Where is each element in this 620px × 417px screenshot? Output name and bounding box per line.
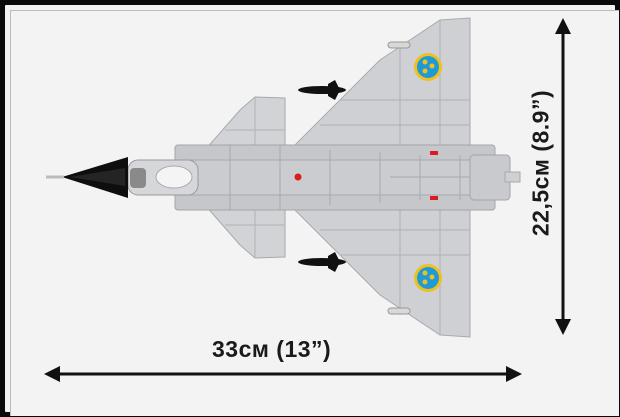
missile-upper bbox=[298, 80, 346, 100]
roundel-upper bbox=[414, 53, 442, 81]
width-label: 33см (13”) bbox=[212, 336, 332, 362]
height-dimension-arrow bbox=[555, 18, 571, 335]
aircraft-model bbox=[46, 17, 521, 338]
missile-lower bbox=[298, 252, 346, 272]
height-label: 22,5см (8.9”) bbox=[527, 89, 554, 237]
width-dimension-arrow bbox=[44, 366, 522, 382]
roundel-lower bbox=[414, 264, 442, 292]
